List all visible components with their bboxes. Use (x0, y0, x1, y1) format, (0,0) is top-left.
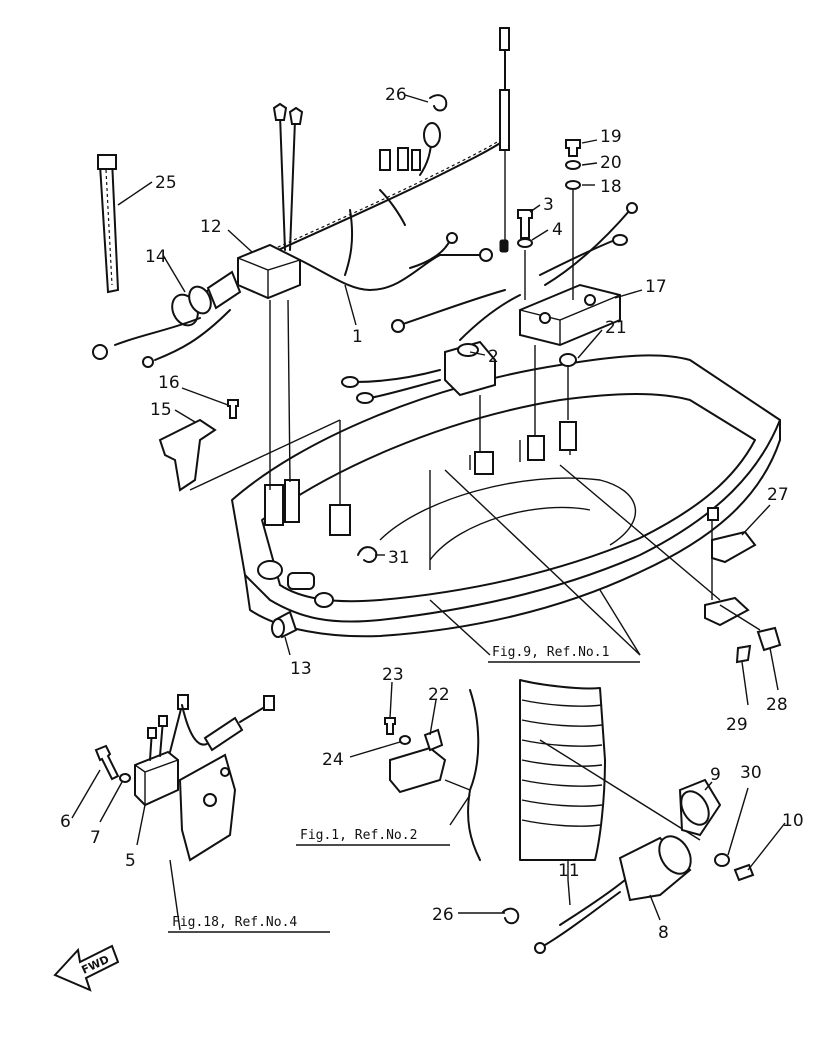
fasteners-upper (517, 139, 581, 420)
callout-7: 7 (90, 828, 101, 848)
callout-6: 6 (60, 812, 71, 832)
callout-9: 9 (710, 765, 721, 785)
callout-12: 12 (200, 217, 222, 237)
reference-lines (169, 299, 721, 931)
callout-19: 19 (600, 127, 622, 147)
callout-17: 17 (645, 277, 667, 297)
bottom-cowling (231, 354, 781, 638)
grommet (271, 610, 298, 639)
ref-label-fig1: Fig.1, Ref.No.2 (300, 828, 417, 843)
rectifier (94, 694, 275, 862)
clamp-assembly (704, 507, 782, 664)
ref-box-fig1: Fig.1, Ref.No.2 (296, 828, 450, 846)
callout-14: 14 (145, 247, 167, 267)
clip-26 (429, 94, 520, 925)
ref-label-fig18: Fig.18, Ref.No.4 (172, 915, 297, 930)
cable-tie (97, 154, 120, 294)
callout-31: 31 (388, 548, 410, 568)
callout-15: 15 (150, 400, 172, 420)
callout-2: 2 (488, 347, 499, 367)
callout-3: 3 (543, 195, 554, 215)
callout-numbers: 1 2 3 4 5 6 7 8 9 10 11 12 13 14 15 16 1… (60, 85, 804, 943)
callout-10: 10 (782, 811, 804, 831)
callout-24: 24 (322, 750, 344, 770)
callout-21: 21 (605, 318, 627, 338)
ref-label-fig9: Fig.9, Ref.No.1 (492, 645, 609, 660)
callout-5: 5 (125, 851, 136, 871)
ref-box-fig9: Fig.9, Ref.No.1 (488, 645, 640, 663)
callout-30: 30 (740, 763, 762, 783)
fwd-arrow-icon: FWD (53, 944, 120, 992)
callout-25: 25 (155, 173, 177, 193)
neutral-switch (384, 717, 447, 794)
bracket (158, 399, 341, 492)
callout-29: 29 (726, 715, 748, 735)
terminal-block (519, 202, 638, 347)
callout-8: 8 (658, 923, 669, 943)
callout-23: 23 (382, 665, 404, 685)
ref-box-fig18: Fig.18, Ref.No.4 (168, 915, 330, 933)
clip (357, 546, 378, 563)
callout-26-bottom: 26 (432, 905, 454, 925)
callout-26-top: 26 (385, 85, 407, 105)
callout-16: 16 (158, 373, 180, 393)
callout-leaders (71, 94, 786, 921)
callout-22: 22 (428, 685, 450, 705)
callout-1: 1 (352, 327, 363, 347)
callout-20: 20 (600, 153, 622, 173)
callout-28: 28 (766, 695, 788, 715)
lower-unit (467, 679, 701, 861)
wire-harness (92, 27, 510, 368)
callout-13: 13 (290, 659, 312, 679)
starter-motor-assembly (534, 778, 755, 954)
callout-11: 11 (558, 861, 580, 881)
callout-27: 27 (767, 485, 789, 505)
callout-4: 4 (552, 220, 563, 240)
callout-18: 18 (600, 177, 622, 197)
